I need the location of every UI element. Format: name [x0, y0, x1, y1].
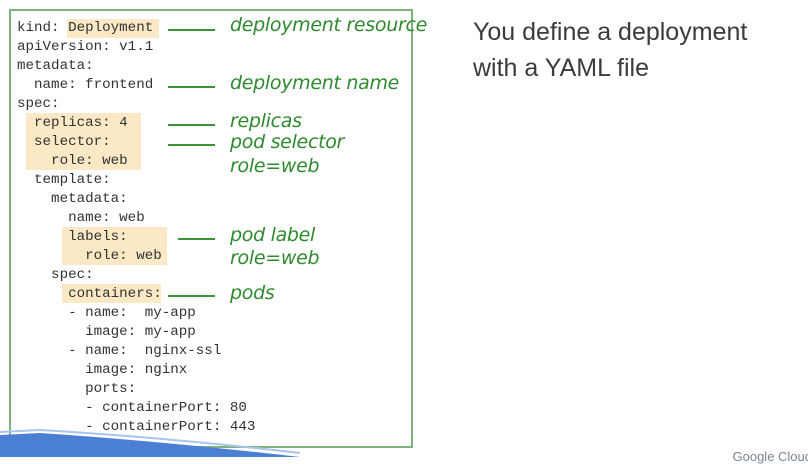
yaml-line: kind: Deployment — [17, 19, 153, 38]
yaml-line: - containerPort: 80 — [17, 399, 247, 418]
yaml-line: name: web — [17, 209, 145, 228]
slide-heading-line-1: You define a deployment — [473, 14, 793, 50]
connector-line-labels — [178, 238, 215, 240]
annotation-deployment-resource: deployment resource — [230, 14, 427, 36]
annotation-pod-label: pod label — [230, 224, 315, 246]
annotation-pods: pods — [230, 282, 274, 304]
yaml-line: image: nginx — [17, 361, 187, 380]
yaml-line: image: my-app — [17, 323, 196, 342]
yaml-line: metadata: — [17, 57, 94, 76]
connector-line-selector — [168, 144, 215, 146]
yaml-line: role: web — [17, 247, 162, 266]
yaml-line: apiVersion: v1.1 — [17, 38, 153, 57]
annotation-pod-selector: pod selector — [230, 131, 344, 153]
connector-line-name — [168, 86, 215, 88]
yaml-line: - name: nginx-ssl — [17, 342, 221, 361]
yaml-line: template: — [17, 171, 111, 190]
yaml-line: labels: — [17, 228, 128, 247]
yaml-line: spec: — [17, 95, 60, 114]
yaml-line: - name: my-app — [17, 304, 196, 323]
connector-line-replicas — [168, 124, 215, 126]
annotation-selector-role: role=web — [230, 155, 319, 177]
yaml-line: selector: — [17, 133, 111, 152]
connector-line-kind — [168, 29, 215, 31]
annotation-label-role: role=web — [230, 247, 319, 269]
yaml-line: replicas: 4 — [17, 114, 128, 133]
yaml-line: ports: — [17, 380, 136, 399]
annotation-deployment-name: deployment name — [230, 72, 399, 94]
yaml-line: role: web — [17, 152, 128, 171]
slide-heading-line-2: with a YAML file — [473, 50, 793, 86]
yaml-line: spec: — [17, 266, 94, 285]
yaml-line: containers: — [17, 285, 162, 304]
yaml-line: name: frontend — [17, 76, 153, 95]
yaml-line: metadata: — [17, 190, 128, 209]
decorative-swoosh — [0, 427, 300, 457]
slide-heading: You define a deployment with a YAML file — [473, 14, 793, 86]
annotation-replicas: replicas — [230, 110, 302, 132]
connector-line-containers — [168, 295, 215, 297]
